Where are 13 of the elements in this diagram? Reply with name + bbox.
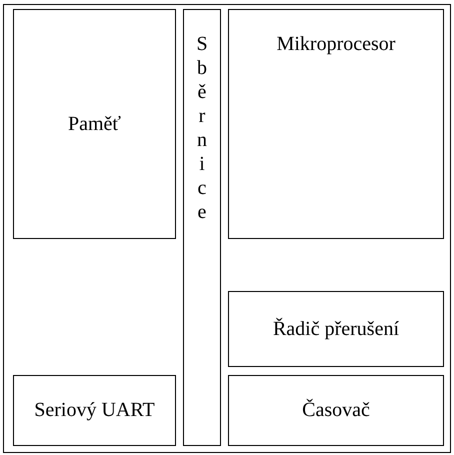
component-label: Časovač xyxy=(301,398,371,423)
component-label: Seriový UART xyxy=(33,398,156,423)
bus-box xyxy=(183,9,221,446)
component-label: Řadič přerušení xyxy=(272,316,400,342)
component-box xyxy=(13,375,176,446)
component-box xyxy=(228,375,444,446)
component-label: Mikroprocesor xyxy=(276,32,396,57)
component-box xyxy=(228,291,444,367)
component-box xyxy=(13,9,176,239)
component-label: Paměť xyxy=(67,112,122,136)
component-box xyxy=(228,9,444,239)
component-label: Sběrnice xyxy=(195,32,209,224)
outer-frame xyxy=(3,4,451,453)
